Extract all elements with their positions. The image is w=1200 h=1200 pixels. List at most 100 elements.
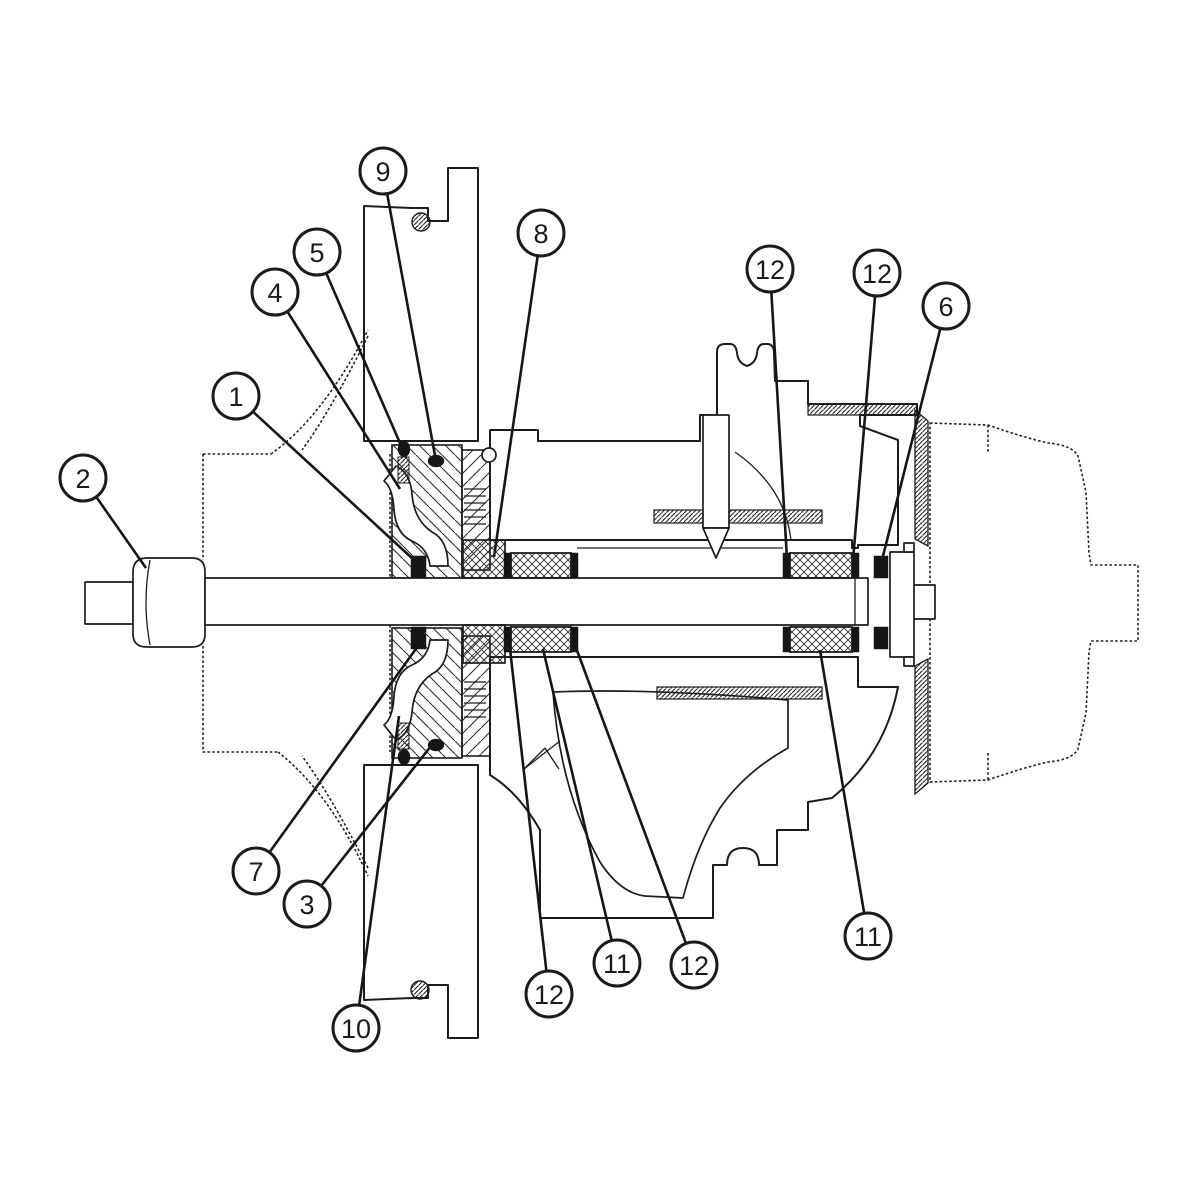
leader-line-c4 — [273, 291, 402, 490]
backplate-upper-slab — [363, 167, 479, 442]
thread-marks-lower — [464, 681, 486, 718]
leader-line-c11b — [818, 649, 870, 937]
callout-circle-c12b — [852, 248, 902, 298]
callout-balloon-c12b: 12 — [852, 248, 902, 298]
shaft-assembly — [84, 539, 936, 667]
shaft-piston-ring-upper — [410, 555, 427, 579]
leader-line-c6 — [879, 305, 948, 565]
callout-balloon-c2: 2 — [58, 453, 108, 503]
callout-circle-c5 — [292, 227, 342, 277]
leader-line-c12c — [507, 639, 551, 995]
callout-number-c9: 9 — [375, 157, 390, 187]
callout-balloon-c5: 5 — [292, 227, 342, 277]
leader-line-c3 — [305, 745, 433, 905]
callout-balloon-c11a: 11 — [592, 938, 642, 988]
callout-circle-c12c — [524, 969, 574, 1019]
shaft-nut — [132, 557, 206, 648]
callout-balloon-c11b: 11 — [843, 911, 893, 961]
turbine-seal-ring-lower — [873, 626, 889, 650]
callout-number-c5: 5 — [309, 238, 324, 268]
housing-upper-half — [489, 343, 918, 549]
callout-number-c3: 3 — [299, 890, 314, 920]
callout-balloon-c3: 3 — [282, 879, 332, 929]
shaft-piston-ring-lower — [410, 626, 427, 650]
turbine-seal-ring-upper — [873, 555, 889, 579]
leader-line-c9 — [381, 170, 438, 462]
sleeve-lip-lower — [903, 656, 915, 667]
callout-circle-c12a — [745, 244, 795, 294]
leader-line-c1 — [235, 395, 415, 561]
callout-number-c7: 7 — [248, 857, 263, 887]
leader-line-c11a — [541, 648, 619, 964]
callout-balloon-c1: 1 — [211, 371, 261, 421]
callout-circle-c12d — [669, 940, 719, 990]
callout-number-c11a: 11 — [603, 949, 631, 979]
leader-line-c8 — [492, 232, 543, 558]
callout-circle-c11b — [843, 911, 893, 961]
backplate-screw-lower — [410, 980, 430, 1000]
seal-ring-lower — [427, 738, 445, 752]
callout-number-c8: 8 — [533, 219, 548, 249]
callout-circle-c11a — [592, 938, 642, 988]
bearing-left-upper — [510, 552, 572, 579]
callout-number-c1: 1 — [228, 382, 243, 412]
retainer-ball-upper — [481, 447, 497, 463]
callout-balloon-c8: 8 — [516, 208, 566, 258]
turbine-wheel — [929, 422, 1139, 783]
callout-circle-c6 — [921, 281, 971, 331]
thrust-collar-upper — [462, 539, 506, 579]
callout-balloon-c12a: 12 — [745, 244, 795, 294]
leader-line-layer — [81, 170, 948, 1029]
bearing-right-lower — [789, 626, 853, 653]
callout-number-c12c: 12 — [534, 980, 564, 1010]
callout-number-c2: 2 — [75, 464, 90, 494]
thrust-collar-lower — [462, 624, 506, 664]
callout-circle-c2 — [58, 453, 108, 503]
nut-face-curve — [145, 559, 151, 646]
oil-passage — [702, 414, 730, 529]
housing-lower-half — [489, 656, 899, 919]
leader-line-c5 — [315, 251, 405, 451]
heat-shield-band-lower — [656, 686, 823, 700]
callout-balloon-c4: 4 — [250, 267, 300, 317]
seal-pin-lower — [397, 722, 410, 750]
oil-drain-cavity — [552, 690, 789, 899]
retaining-rings — [503, 552, 860, 653]
callout-balloon-c12c: 12 — [524, 969, 574, 1019]
callout-number-c6: 6 — [938, 292, 953, 322]
leader-line-c7 — [254, 645, 420, 872]
callout-circle-c3 — [282, 879, 332, 929]
sleeve-lip-upper — [903, 542, 915, 553]
callout-balloon-c10: 10 — [331, 1003, 381, 1053]
bearing-left-lower — [510, 626, 572, 653]
callout-circle-c4 — [250, 267, 300, 317]
flinger-sleeve — [889, 551, 915, 658]
oil-slinger-channel-lower — [383, 639, 449, 741]
callout-number-c10: 10 — [341, 1014, 371, 1044]
callout-number-c11b: 11 — [854, 922, 882, 952]
seal-cap-lower — [397, 748, 411, 766]
shaft-body — [204, 577, 869, 626]
callout-number-c12d: 12 — [679, 951, 709, 981]
turbine-stub-shaft — [912, 584, 936, 620]
callout-number-c12b: 12 — [862, 259, 892, 289]
oil-slinger-channel-upper — [383, 465, 449, 567]
bearing-boss-curve — [734, 451, 792, 541]
callout-balloon-c7: 7 — [231, 846, 281, 896]
turbine-flange-band — [807, 403, 918, 416]
callout-circle-c10 — [331, 1003, 381, 1053]
heat-shield-wall-lower — [914, 657, 929, 796]
backplate-screw-upper — [411, 212, 431, 232]
heat-shield-wall-upper — [914, 408, 929, 548]
callout-number-c12a: 12 — [755, 255, 785, 285]
bearing-right-upper — [789, 552, 853, 579]
heat-shield-band-upper — [653, 509, 823, 524]
callout-balloon-c6: 6 — [921, 281, 971, 331]
thread-marks-upper — [464, 488, 486, 525]
shaft-stud — [84, 581, 134, 625]
callout-circle-c7 — [231, 846, 281, 896]
leader-line-c12b — [851, 272, 879, 561]
